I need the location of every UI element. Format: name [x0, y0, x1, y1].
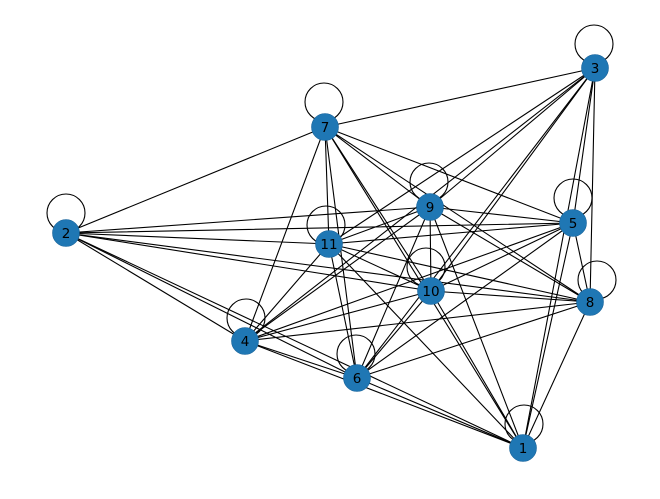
- graph-edge-5-6: [356, 222, 574, 379]
- graph-node-5: [559, 209, 587, 237]
- graph-edge-6-8: [356, 301, 591, 379]
- graph-node-label-6: 6: [353, 371, 362, 387]
- graph-node-label-4: 4: [241, 334, 250, 350]
- graph-edge-2-10: [65, 232, 432, 292]
- graph-edge-4-7: [244, 126, 326, 342]
- graph-edge-1-3: [522, 67, 596, 449]
- graph-edge-9-10: [429, 206, 432, 292]
- graph-edge-6-7: [324, 126, 358, 379]
- graph-edge-4-5: [244, 222, 574, 342]
- graph-edge-2-5: [65, 222, 574, 234]
- graph-edge-5-9: [429, 206, 574, 224]
- graph-edge-2-7: [65, 126, 326, 234]
- graph-edge-9-11: [328, 206, 431, 245]
- graph-edge-4-11: [244, 243, 330, 342]
- graph-edge-4-8: [244, 301, 591, 342]
- graph-edge-2-9: [65, 206, 431, 234]
- graph-edge-8-9: [429, 206, 591, 303]
- graph-edge-5-10: [430, 222, 574, 292]
- graph-node-1: [509, 434, 537, 462]
- graph-edge-6-11: [328, 243, 358, 379]
- graph-edge-1-2: [65, 232, 524, 449]
- graph-node-label-3: 3: [591, 61, 600, 77]
- graph-node-9: [416, 193, 444, 221]
- graph-edge-1-8: [522, 301, 591, 449]
- graph-edge-2-8: [65, 232, 591, 303]
- graph-node-label-1: 1: [519, 441, 528, 457]
- graph-edge-4-6: [244, 340, 358, 379]
- graph-edge-3-9: [429, 67, 596, 208]
- graph-node-7: [311, 113, 339, 141]
- graph-edge-5-7: [324, 126, 574, 224]
- graph-edge-3-6: [356, 67, 596, 379]
- graph-edge-7-11: [324, 126, 330, 245]
- graph-node-11: [315, 230, 343, 258]
- graph-node-6: [343, 364, 371, 392]
- graph-edge-7-8: [324, 126, 591, 303]
- graph-edge-4-10: [244, 290, 432, 342]
- graph-node-label-5: 5: [569, 216, 578, 232]
- graph-node-label-2: 2: [62, 226, 71, 242]
- graph-edge-6-10: [356, 290, 432, 379]
- graph-edge-2-4: [65, 232, 246, 342]
- graph-edge-1-10: [430, 290, 524, 449]
- graph-node-10: [417, 277, 445, 305]
- graph-edge-8-10: [430, 290, 591, 303]
- graph-node-label-10: 10: [422, 284, 439, 300]
- graph-edge-2-6: [65, 232, 358, 379]
- graph-edge-1-4: [244, 340, 524, 449]
- graph-edge-3-5: [572, 67, 596, 224]
- graph-edge-8-11: [328, 243, 591, 303]
- graph-edge-3-11: [328, 67, 596, 245]
- graph-edge-3-7: [324, 67, 596, 128]
- graph-edge-1-11: [328, 243, 524, 449]
- graph-edge-7-9: [324, 126, 431, 208]
- graph-edge-1-9: [429, 206, 524, 449]
- graph-node-8: [576, 288, 604, 316]
- graph-edge-7-10: [324, 126, 432, 292]
- graph-node-4: [231, 327, 259, 355]
- graph-edge-3-10: [430, 67, 596, 292]
- graph-edge-1-6: [356, 377, 524, 449]
- graph-edge-10-11: [328, 243, 432, 292]
- graph-edge-2-11: [65, 232, 330, 245]
- graph-edge-3-8: [589, 67, 596, 303]
- graph-edge-5-11: [328, 222, 574, 245]
- graph-node-label-8: 8: [586, 295, 595, 311]
- graph-edge-6-9: [356, 206, 431, 379]
- graph-node-2: [52, 219, 80, 247]
- graph-node-3: [581, 54, 609, 82]
- graph-node-label-11: 11: [320, 237, 337, 253]
- graph-node-label-9: 9: [426, 200, 435, 216]
- graph-node-label-7: 7: [321, 120, 330, 136]
- graph-edge-1-5: [522, 222, 574, 449]
- graph-edge-4-9: [244, 206, 431, 342]
